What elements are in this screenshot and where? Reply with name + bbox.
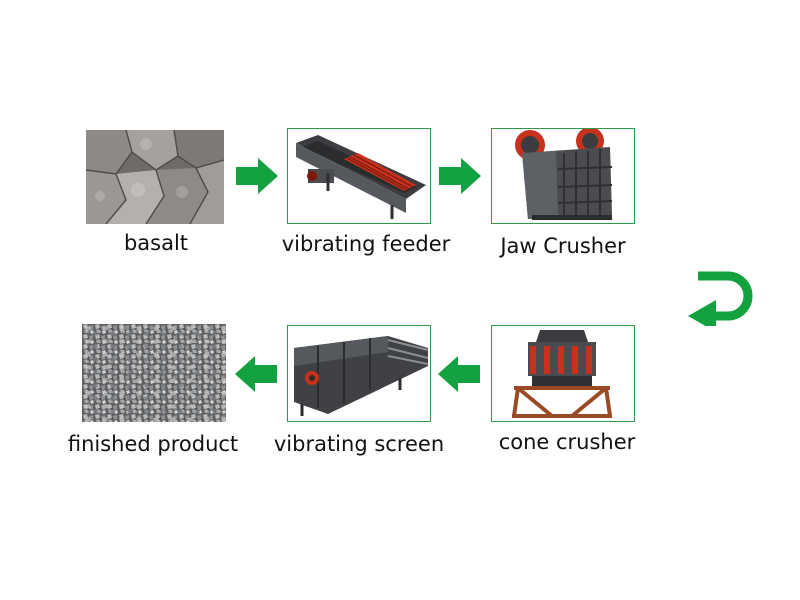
step-label: finished product (67, 432, 239, 456)
flow-arrow-left (235, 356, 277, 392)
step-label: vibrating feeder (281, 232, 451, 256)
machine-frame (491, 325, 635, 422)
jaw-crusher-machine (492, 129, 633, 222)
u-turn-arrow-icon (688, 271, 753, 326)
flow-arrow-right (439, 158, 481, 194)
machine-frame (491, 128, 635, 224)
arrow-left-icon (438, 356, 480, 392)
arrow-right-icon (439, 158, 481, 194)
vibrating-screen-machine (288, 326, 429, 420)
arrow-left-icon (235, 356, 277, 392)
machine-frame (287, 325, 431, 422)
flow-arrow-u-turn (688, 266, 758, 326)
gravel-aggregate-photo (82, 324, 226, 422)
machine-frame (287, 128, 431, 224)
step-label: Jaw Crusher (500, 234, 626, 258)
flow-arrow-left (438, 356, 480, 392)
step-label: vibrating screen (273, 432, 445, 456)
flow-arrow-right (236, 158, 278, 194)
step-label: basalt (123, 231, 189, 255)
vibrating-feeder-machine (288, 129, 429, 222)
step-label: cone crusher (498, 430, 636, 454)
arrow-right-icon (236, 158, 278, 194)
basalt-rock-photo (86, 130, 224, 224)
cone-crusher-machine (492, 326, 633, 420)
